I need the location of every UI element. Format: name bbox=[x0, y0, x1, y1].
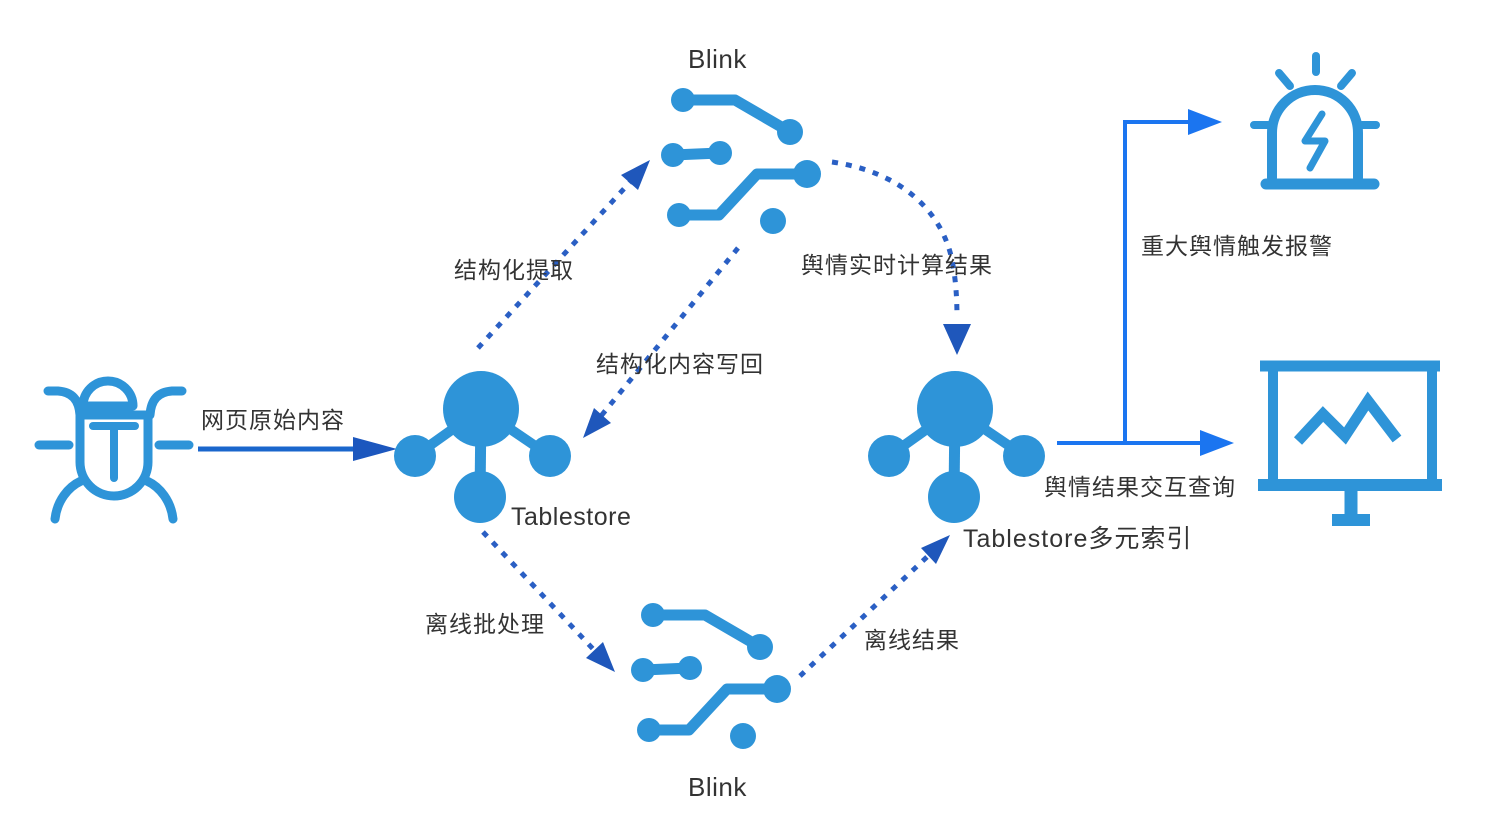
tablestore-index-molecule-icon bbox=[868, 371, 1045, 523]
edge-label-offline-batch: 离线批处理 bbox=[425, 611, 545, 637]
blink-realtime-circuit-icon bbox=[661, 88, 821, 234]
edge-web-raw-content-arrow bbox=[198, 437, 397, 461]
edge-realtime-result-arrow bbox=[831, 159, 971, 355]
node-label-tablestore-index: Tablestore多元索引 bbox=[963, 525, 1193, 553]
edge-offline-result-arrow bbox=[798, 535, 950, 678]
edge-structured-writeback-arrow bbox=[583, 246, 740, 438]
edge-label-structured-extract: 结构化提取 bbox=[454, 257, 574, 283]
edge-alarm-trigger-arrow bbox=[1123, 109, 1222, 443]
edge-label-interactive-query: 舆情结果交互查询 bbox=[1044, 474, 1236, 500]
edge-label-offline-result: 离线结果 bbox=[864, 627, 960, 653]
edge-label-structured-writeback: 结构化内容写回 bbox=[596, 351, 764, 377]
crawler-bug-icon bbox=[34, 376, 194, 524]
tablestore-molecule-icon bbox=[394, 371, 571, 523]
node-label-tablestore: Tablestore bbox=[511, 503, 632, 531]
node-label-blink-top: Blink bbox=[688, 44, 747, 74]
dashboard-monitor-chart-icon bbox=[1258, 360, 1442, 526]
blink-offline-circuit-icon bbox=[631, 603, 791, 749]
edge-structured-extract-arrow bbox=[476, 160, 650, 350]
edge-label-web-raw-content: 网页原始内容 bbox=[201, 407, 345, 433]
node-label-blink-bottom: Blink bbox=[688, 772, 747, 802]
edge-interactive-query-arrow bbox=[1057, 430, 1234, 456]
edge-label-alarm-trigger: 重大舆情触发报警 bbox=[1141, 233, 1333, 259]
edge-label-realtime-result: 舆情实时计算结果 bbox=[801, 252, 993, 278]
alarm-siren-icon bbox=[1250, 52, 1380, 190]
edge-offline-batch-arrow bbox=[481, 530, 615, 672]
